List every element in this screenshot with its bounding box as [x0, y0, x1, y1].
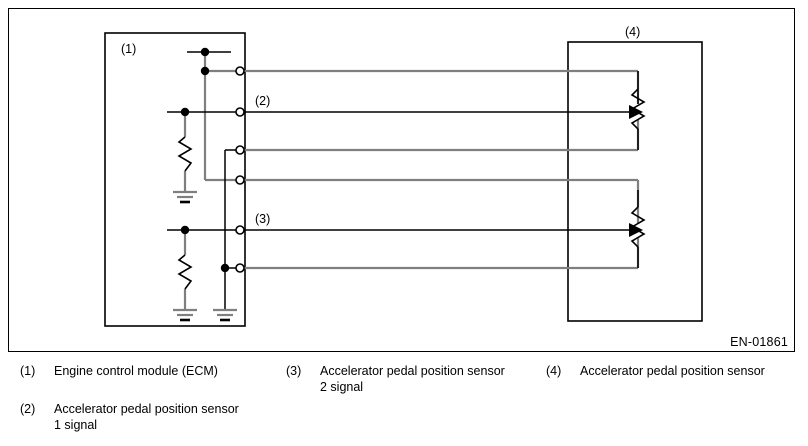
junction-dot-pullup-1 [180, 107, 190, 117]
legend-label: Accelerator pedal position sensor 2 sign… [320, 364, 505, 394]
connector-pin-ground-2 [235, 263, 245, 273]
pullup-resistor-2 [177, 254, 193, 290]
legend-item: (1) Engine control module (ECM) [20, 364, 218, 380]
callout-sensor: (4) [625, 25, 640, 39]
connector-pin-signal-2 [235, 225, 245, 235]
ground-symbol-3 [213, 308, 237, 322]
junction-dot-supply [200, 66, 210, 76]
ground-symbol-2 [173, 308, 197, 322]
junction-dot-pullup-2 [180, 225, 190, 235]
legend-number: (4) [546, 364, 562, 378]
junction-dot-supply-top [200, 47, 210, 57]
legend-number: (1) [20, 364, 36, 378]
junction-dot-ground-return [220, 263, 230, 273]
legend-label: Accelerator pedal position sensor 1 sign… [54, 402, 239, 432]
legend-item: (3) Accelerator pedal position sensor 2 … [286, 364, 505, 395]
diagram-id-code: EN-01861 [730, 335, 788, 349]
callout-ecm: (1) [121, 42, 136, 56]
callout-signal-1: (2) [255, 94, 270, 108]
connector-pin-ground-1 [235, 145, 245, 155]
connector-pin-5v-supply [235, 66, 245, 76]
pullup-resistor-1 [177, 136, 193, 172]
wiring-schematic: (1) (2) (3) (4) [104, 25, 703, 327]
legend-item: (4) Accelerator pedal position sensor [546, 364, 765, 380]
sensor-enclosure [567, 41, 703, 322]
callout-signal-2: (3) [255, 212, 270, 226]
legend-label: Accelerator pedal position sensor [580, 364, 765, 378]
diagram-frame: (1) (2) (3) (4) EN-01861 [8, 8, 795, 352]
ground-symbol-1 [173, 190, 197, 204]
legend-number: (2) [20, 402, 36, 416]
legend-number: (3) [286, 364, 302, 378]
connector-pin-signal-1 [235, 107, 245, 117]
connector-pin-supply-2 [235, 175, 245, 185]
legend-label: Engine control module (ECM) [54, 364, 218, 378]
potentiometer-2-element [630, 206, 646, 248]
potentiometer-1-element [630, 88, 646, 130]
legend: (1) Engine control module (ECM) (2) Acce… [8, 362, 800, 444]
legend-item: (2) Accelerator pedal position sensor 1 … [20, 402, 239, 433]
